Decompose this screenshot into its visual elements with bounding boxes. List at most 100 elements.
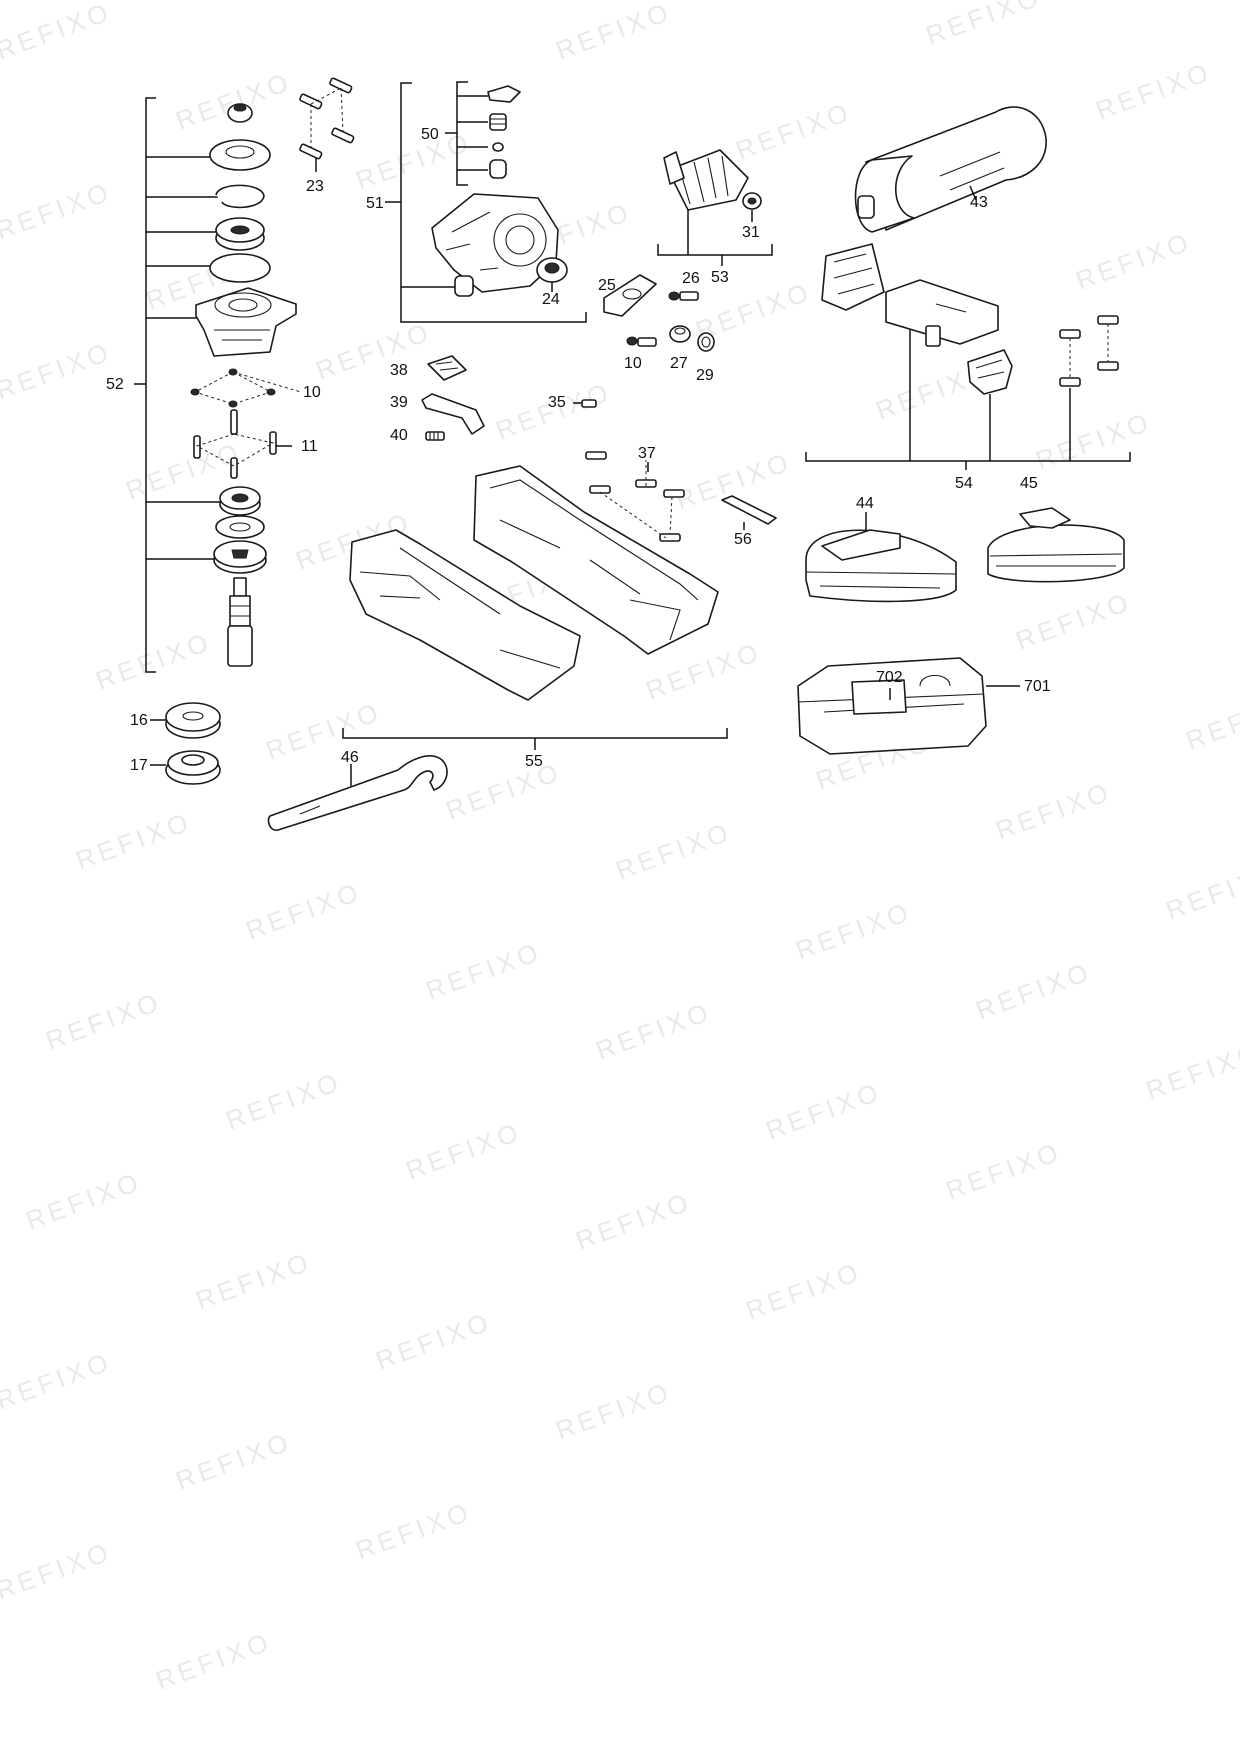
svg-text:REFIXO: REFIXO [372,1306,496,1376]
svg-text:REFIXO: REFIXO [0,336,116,406]
svg-text:REFIXO: REFIXO [442,756,566,826]
bracket-55 [342,728,728,750]
screw-set-54-icon [1059,315,1119,387]
gear-housing-icon [195,287,297,357]
callout-52: 52 [106,376,124,393]
circlip-icon [215,184,265,209]
callout-17: 17 [130,757,148,774]
svg-text:REFIXO: REFIXO [42,986,166,1056]
svg-text:REFIXO: REFIXO [972,956,1096,1026]
bushing-27-icon [669,325,691,343]
gear-housing-51-icon [431,193,559,297]
ring-29-icon [697,332,715,352]
callout-29: 29 [696,367,714,384]
svg-text:REFIXO: REFIXO [1182,686,1240,756]
bracket-54 [805,330,1131,470]
callout-11: 11 [301,438,318,455]
housing-half-right-icon [473,465,719,655]
gear-head-parts [190,103,302,667]
o-ring-icon [209,253,271,283]
bevel-gear-icon [213,540,267,574]
callout-10b: 10 [624,355,642,372]
callout-56: 56 [734,531,752,548]
bracket-52 [134,97,222,673]
lever-39-icon [421,393,485,435]
callout-25: 25 [598,277,616,294]
svg-text:REFIXO: REFIXO [792,896,916,966]
callout-45: 45 [1020,475,1038,492]
callout-701: 701 [1024,678,1051,695]
screw-set-23-icon [299,77,355,172]
svg-text:REFIXO: REFIXO [732,96,856,166]
svg-text:REFIXO: REFIXO [552,1376,676,1446]
svg-text:REFIXO: REFIXO [742,1256,866,1326]
spindle-lock-parts-icon [487,85,521,179]
lower-bearing-icon [219,486,261,516]
svg-text:REFIXO: REFIXO [1162,856,1240,926]
svg-text:REFIXO: REFIXO [352,1496,476,1566]
flange-16-icon [150,702,221,739]
bracket-53 [657,210,773,266]
guard-45-icon [987,507,1125,583]
callout-37: 37 [638,445,656,462]
svg-text:REFIXO: REFIXO [242,876,366,946]
stator-icon [821,243,885,311]
clamping-flange-icon [209,139,271,171]
svg-text:REFIXO: REFIXO [152,1626,276,1696]
svg-text:REFIXO: REFIXO [552,0,676,66]
svg-text:REFIXO: REFIXO [222,1066,346,1136]
svg-text:REFIXO: REFIXO [0,176,116,246]
screw-35-icon [573,399,597,408]
svg-text:REFIXO: REFIXO [422,936,546,1006]
callout-44: 44 [856,495,874,512]
callout-55: 55 [525,753,543,770]
svg-text:REFIXO: REFIXO [312,316,436,386]
svg-text:REFIXO: REFIXO [762,1076,886,1146]
svg-text:REFIXO: REFIXO [92,626,216,696]
svg-text:REFIXO: REFIXO [0,0,116,66]
screw-set-10-icon [190,368,302,408]
bracket-51 [385,82,587,323]
svg-text:REFIXO: REFIXO [1012,586,1136,656]
spindle-icon [227,577,253,667]
flange-17-icon [150,750,221,785]
flange-nut-icon [227,103,253,123]
svg-text:REFIXO: REFIXO [72,806,196,876]
bearing-icon [215,217,265,251]
spring-40-icon [425,431,445,441]
callout-24: 24 [542,291,560,308]
svg-text:REFIXO: REFIXO [192,1246,316,1316]
armature-53-icon [663,149,762,222]
washer-icon [215,515,265,539]
button-38-icon [427,355,467,381]
svg-text:REFIXO: REFIXO [172,66,296,136]
callout-27: 27 [670,355,688,372]
svg-text:REFIXO: REFIXO [1032,406,1156,476]
svg-text:REFIXO: REFIXO [922,0,1046,51]
svg-text:REFIXO: REFIXO [592,996,716,1066]
watermark-layer: REFIXO REFIXO REFIXO REFIXO REFIXO REFIX… [0,0,1240,1696]
callout-35: 35 [548,394,566,411]
callout-54: 54 [955,475,973,492]
svg-text:REFIXO: REFIXO [1072,226,1196,296]
callout-43: 43 [970,194,988,211]
callout-38: 38 [390,362,408,379]
callout-46: 46 [341,749,359,766]
electronics-icon [967,349,1013,395]
screw-set-37-icon [585,451,685,542]
svg-text:REFIXO: REFIXO [172,1426,296,1496]
svg-text:REFIXO: REFIXO [1092,56,1216,126]
callout-702: 702 [876,669,903,686]
svg-text:REFIXO: REFIXO [572,1186,696,1256]
callout-40: 40 [390,427,408,444]
callout-39: 39 [390,394,408,411]
callout-31: 31 [742,224,760,241]
svg-text:REFIXO: REFIXO [942,1136,1066,1206]
switch-module-icon [885,279,999,347]
guard-44-icon [805,512,957,603]
screw-set-11-icon [193,409,292,479]
callout-51: 51 [366,195,384,212]
callout-23: 23 [306,178,324,195]
svg-text:REFIXO: REFIXO [22,1166,146,1236]
